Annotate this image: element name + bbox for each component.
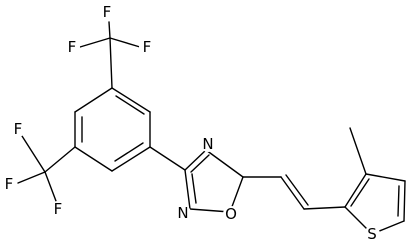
bond-oxadiazole-o1-n2 (189, 208, 231, 213)
bond-thiophene-c4-c5 (403, 180, 406, 222)
atom-n-oxadiazole-bottom: N (177, 204, 188, 222)
bond-cf3-left-f1 (21, 135, 46, 173)
atom-labels: F F F F F F N N O S (1, 3, 380, 243)
bond-cf3-top-f1 (79, 37, 111, 48)
bond-thiophene-c2-c3-double (350, 178, 370, 207)
bond-cf3-top-f3 (109, 37, 141, 48)
bond-benzene-double-2 (114, 142, 144, 162)
bond-cf3-left-ring (44, 146, 76, 173)
bond-thiophene-c4-c5-double (397, 185, 400, 217)
atom-f-left-bottom: F (54, 200, 63, 218)
bond-oxadiazole-n2-c3-double (191, 173, 197, 204)
bond-oxadiazole-n4-c5 (205, 149, 244, 178)
bond-oxadiazole-c3-n4-double (190, 154, 210, 173)
atom-s-thiophene: S (367, 225, 377, 243)
bond-vinyl-double-inner (285, 174, 309, 206)
bond-thiophene-c2-c3 (344, 173, 367, 208)
bond-cf3-top-ring (109, 37, 113, 89)
bond-thiophene-c3-c4 (365, 173, 406, 182)
bond-vinyl-double (280, 176, 305, 210)
bond-benzene-4 (74, 146, 113, 172)
bond-aryl-oxadiazole (149, 146, 186, 171)
atom-f-top-left: F (68, 38, 77, 56)
bond-benzene-6 (74, 87, 113, 113)
bond-vinyl-2 (303, 206, 346, 210)
bonds (17, 21, 406, 235)
atom-o-oxadiazole: O (225, 205, 237, 223)
atom-n-oxadiazole-top: N (202, 135, 213, 153)
bond-cf3-left-f3 (44, 171, 57, 202)
bond-benzene-3 (111, 146, 151, 172)
atom-f-left-top: F (14, 120, 23, 138)
bond-benzene-double-1 (115, 95, 145, 115)
bond-cf3-top-f2 (108, 21, 111, 39)
bond-oxadiazole-n2-c3 (184, 169, 191, 210)
bond-cf3-left-f2 (17, 171, 46, 184)
atom-f-top-middle: F (103, 3, 112, 21)
bond-benzene-1 (111, 87, 151, 113)
bond-oxadiazole-c3-n4 (184, 149, 207, 171)
atom-f-top-right: F (143, 38, 152, 56)
bond-methyl (349, 127, 367, 175)
atom-f-left-middle: F (5, 175, 14, 193)
